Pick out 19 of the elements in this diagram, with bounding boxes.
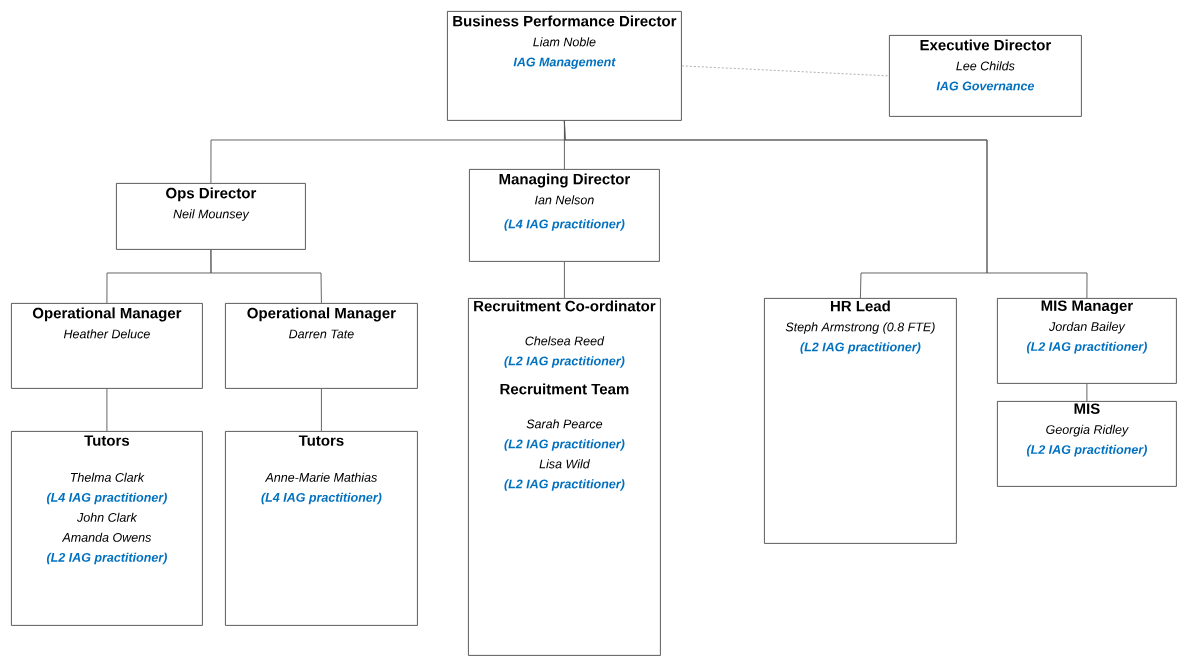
org-box: Tutors Anne-Marie Mathias (L4 IAG practitioner) xyxy=(225,431,418,626)
org-box: Executive Director Lee Childs IAG Governance xyxy=(889,35,1082,117)
connector-line xyxy=(106,388,108,432)
connector-line xyxy=(563,120,1088,299)
org-box: Ops Director Neil Mounsey xyxy=(116,183,306,250)
org-box: MIS Georgia Ridley (L2 IAG practitioner) xyxy=(997,401,1177,487)
connector-line xyxy=(563,261,565,299)
connector-line xyxy=(1086,383,1088,402)
org-box: Recruitment Co-ordinator Chelsea Reed (L2 IAG practitioner) Recruitment Team Sarah Pearce (L2 IAG practitioner) Lisa Wild (L2 IAG practitioner) xyxy=(468,298,661,656)
org-box: Business Performance Director Liam Noble IAG Management xyxy=(447,11,682,121)
connector-line xyxy=(210,249,322,304)
org-box: Operational Manager Darren Tate xyxy=(225,303,418,389)
org-box: Operational Manager Heather Deluce xyxy=(11,303,203,389)
org-box: HR Lead Steph Armstrong (0.8 FTE) (L2 IAG practitioner) xyxy=(764,298,957,544)
org-box: MIS Manager Jordan Bailey (L2 IAG practitioner) xyxy=(997,298,1177,384)
org-box: Managing Director Ian Nelson (L4 IAG practitioner) xyxy=(469,169,660,262)
connector-line xyxy=(681,65,890,77)
connector-line xyxy=(320,388,322,432)
org-box: Tutors Thelma Clark (L4 IAG practitioner) John Clark Amanda Owens (L2 IAG practitioner) xyxy=(11,431,203,626)
